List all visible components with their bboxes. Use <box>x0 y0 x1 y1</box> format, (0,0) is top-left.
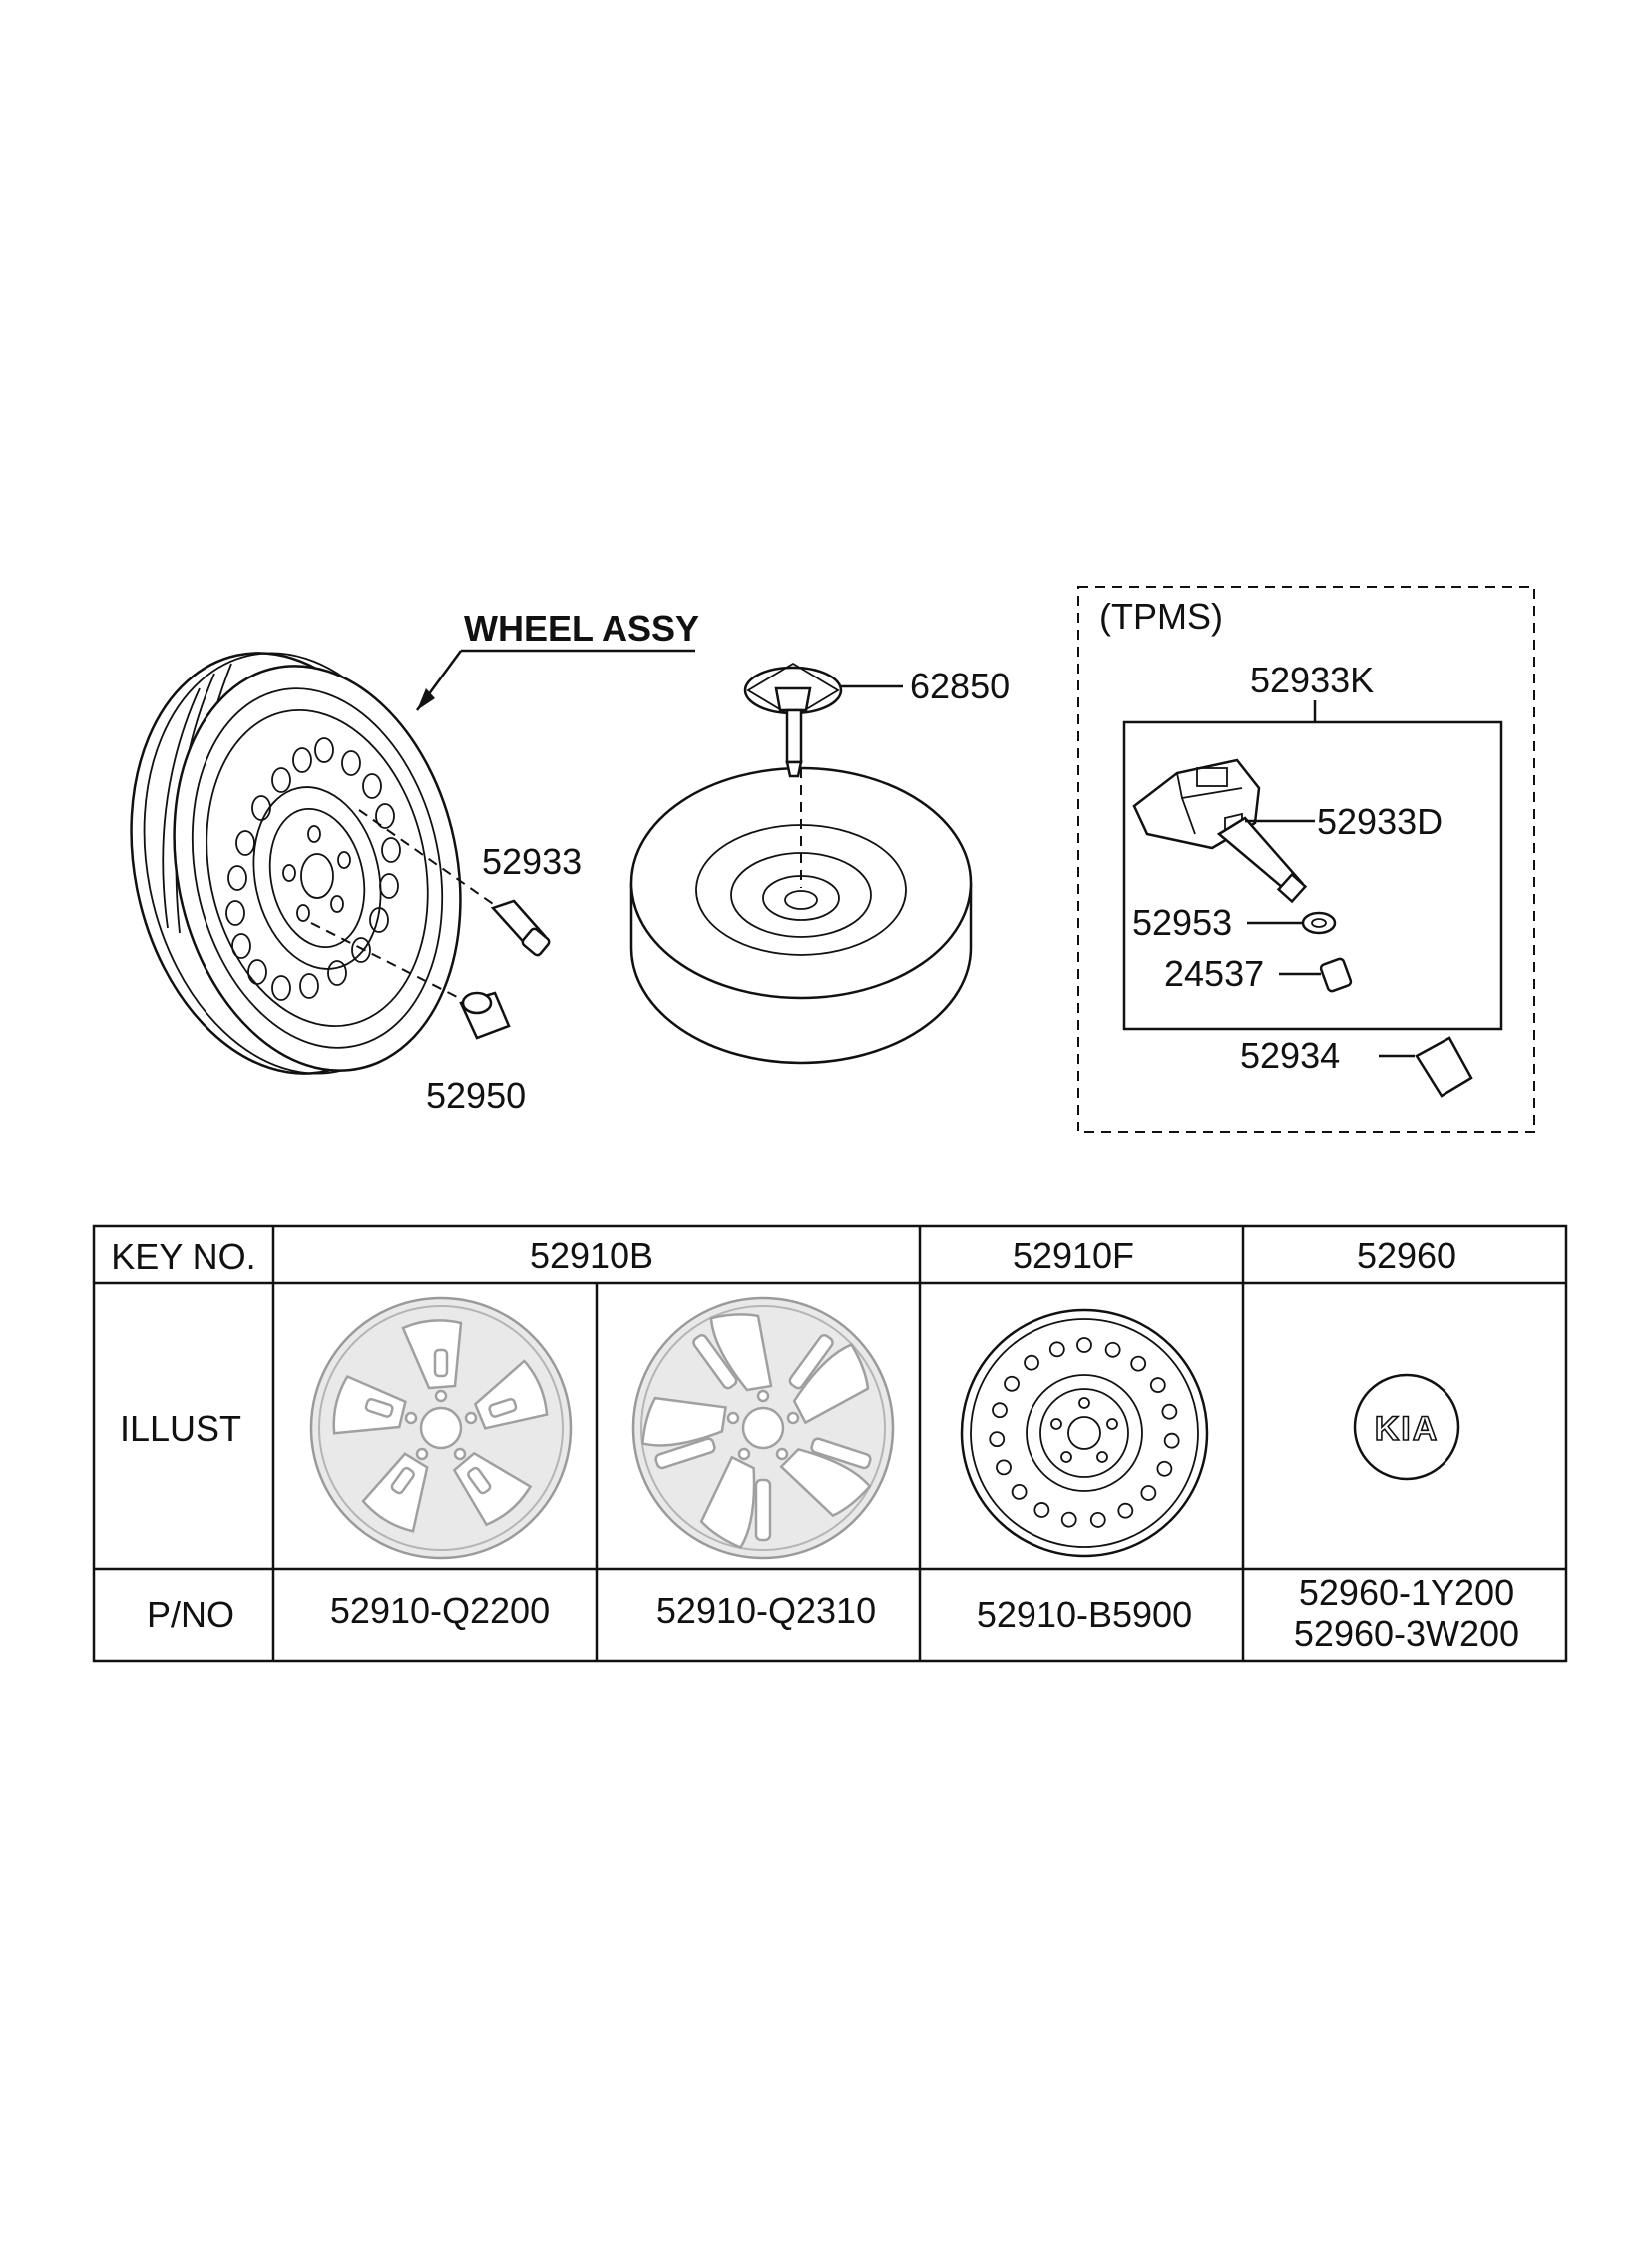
kia-logo-text: KIA <box>1375 1410 1440 1448</box>
pno-52910-B5900: 52910-B5900 <box>977 1594 1192 1635</box>
tpms-group: (TPMS) 52933K 52933D 52953 24537 <box>1077 586 1535 1133</box>
parts-table: KEY NO. ILLUST P/NO 52910B 52910F 52960 … <box>92 1224 1568 1663</box>
label-52933K: 52933K <box>1250 660 1374 700</box>
row-header-illust: ILLUST <box>120 1408 241 1449</box>
wheel-assy-illustration <box>130 652 462 1075</box>
label-52953: 52953 <box>1132 902 1232 943</box>
key-no-52960: 52960 <box>1357 1235 1456 1276</box>
spare-tire-clamp-62850: 62850 <box>743 662 1010 778</box>
spare-tire-illustration <box>629 766 973 1065</box>
label-62850: 62850 <box>910 666 1010 706</box>
title-arrowhead <box>417 688 435 710</box>
pno-52960-3W200: 52960-3W200 <box>1294 1613 1519 1654</box>
tpms-title: (TPMS) <box>1099 596 1223 637</box>
label-52933: 52933 <box>482 841 582 882</box>
alloy-wheel-q2200-illustration <box>309 1296 573 1560</box>
label-52950: 52950 <box>426 1075 526 1116</box>
label-52933D: 52933D <box>1317 801 1443 842</box>
tpms-kit-box <box>1122 720 1503 1031</box>
label-52934: 52934 <box>1240 1035 1340 1076</box>
alloy-wheel-q2310-illustration <box>631 1296 895 1560</box>
key-no-52910B: 52910B <box>530 1235 653 1276</box>
tpms-sensor-52933D: 52933D <box>1132 758 1443 904</box>
pno-52960-1Y200: 52960-1Y200 <box>1299 1573 1514 1613</box>
tpms-nut-52934: 52934 <box>1240 1035 1473 1098</box>
row-header-pno: P/NO <box>147 1594 234 1635</box>
pno-52910-Q2200: 52910-Q2200 <box>330 1590 550 1631</box>
row-header-key-no: KEY NO. <box>111 1236 255 1277</box>
wheel-assy-title: WHEEL ASSY <box>464 608 699 649</box>
kia-center-cap-illustration: KIA <box>1353 1373 1460 1481</box>
label-24537: 24537 <box>1164 953 1264 994</box>
steel-wheel-b5900-illustration <box>960 1308 1209 1558</box>
rim-vent-holes <box>225 737 401 1001</box>
washer-52953: 52953 <box>1132 902 1337 943</box>
key-no-52910F: 52910F <box>1013 1235 1134 1276</box>
table-border <box>92 1224 1568 1663</box>
pno-52910-Q2310: 52910-Q2310 <box>656 1590 876 1631</box>
tpms-dashed-frame <box>1077 586 1535 1133</box>
valve-core-24537: 24537 <box>1164 953 1353 994</box>
lug-nut-52950: 52950 <box>310 922 526 1116</box>
valve-52933: 52933 <box>358 809 582 957</box>
